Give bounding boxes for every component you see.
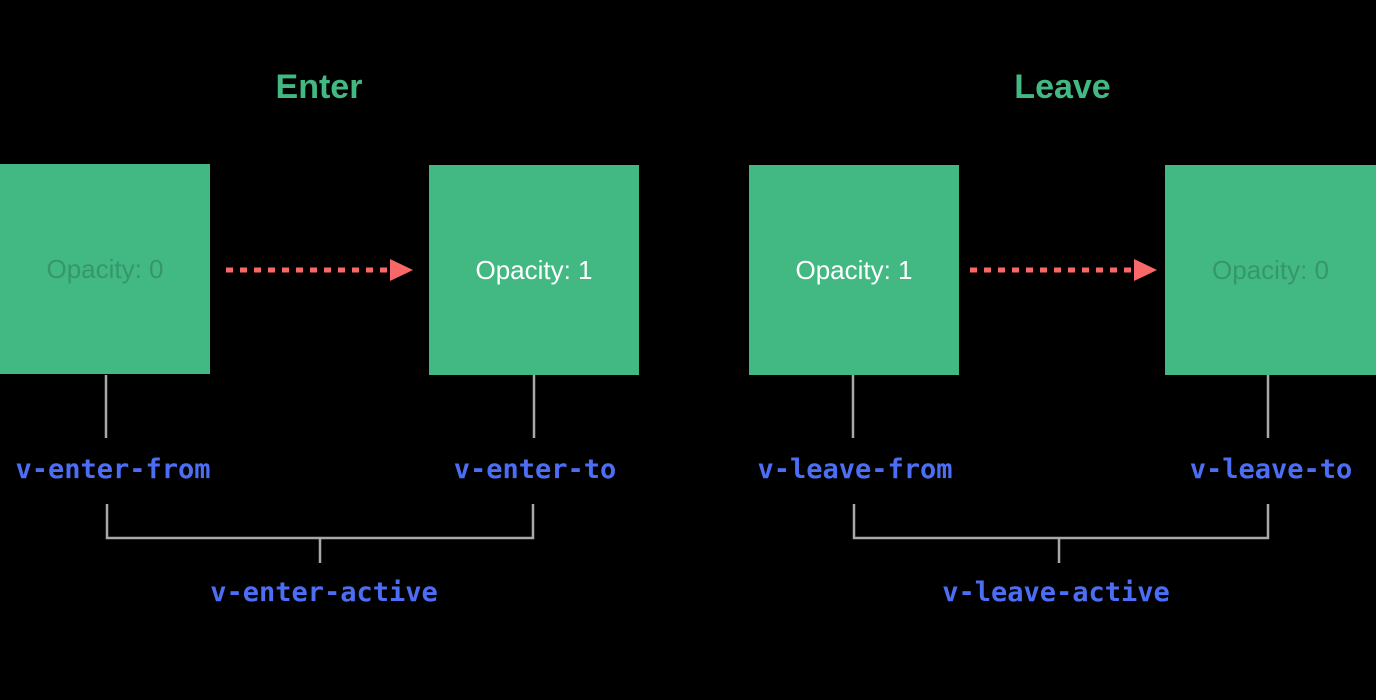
enter-transition-arrow-icon [226, 259, 413, 281]
leave-from-box: Opacity: 1 [749, 165, 959, 375]
leave-from-class-label: v-leave-from [757, 454, 953, 485]
leave-active-class-label: v-leave-active [942, 577, 1170, 608]
leave-active-bracket [852, 504, 1270, 540]
enter-to-box: Opacity: 1 [429, 165, 639, 375]
enter-section-title: Enter [275, 68, 363, 106]
leave-to-class-label: v-leave-to [1189, 454, 1353, 485]
enter-to-class-label: v-enter-to [453, 454, 617, 485]
leave-transition-arrow-icon [970, 259, 1157, 281]
leave-to-box: Opacity: 0 [1165, 165, 1376, 375]
enter-from-box: Opacity: 0 [0, 164, 210, 374]
enter-arrow-head-icon [390, 259, 413, 281]
enter-to-box-label: Opacity: 1 [475, 254, 593, 285]
leave-arrow-head-icon [1134, 259, 1157, 281]
enter-active-class-label: v-enter-active [210, 577, 438, 608]
enter-active-bracket [105, 504, 535, 540]
leave-from-box-label: Opacity: 1 [795, 254, 913, 285]
enter-from-class-label: v-enter-from [15, 454, 211, 485]
leave-section-title: Leave [1014, 68, 1111, 106]
leave-to-box-label: Opacity: 0 [1211, 254, 1330, 285]
enter-from-box-label: Opacity: 0 [46, 253, 164, 284]
